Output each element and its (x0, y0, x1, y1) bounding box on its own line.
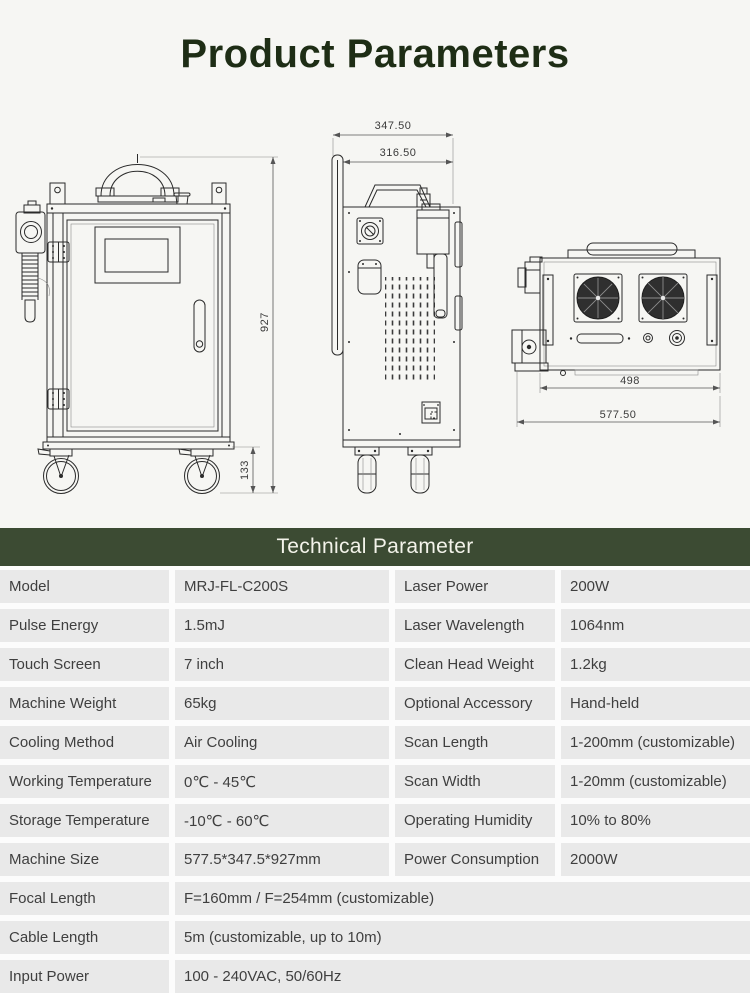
param-value: 1-20mm (customizable) (561, 765, 750, 798)
door-edge-panel (331, 154, 344, 356)
dimension-577-50: 577.50 (516, 371, 721, 427)
product-drawings-section: Product Parameters 927 133 (0, 31, 750, 528)
param-label: Optional Accessory (395, 687, 555, 720)
dim-label-depth-outer: 347.50 (375, 120, 412, 132)
cooling-fan-right (641, 276, 685, 320)
power-outlet-box (421, 401, 441, 424)
param-value: Hand-held (561, 687, 750, 720)
carry-handle (95, 154, 180, 203)
caster-wheel-right (178, 448, 220, 494)
param-value: 0℃ - 45℃ (175, 765, 389, 798)
param-value: 7 inch (175, 648, 389, 681)
param-label: Laser Wavelength (395, 609, 555, 642)
param-label: Cooling Method (0, 726, 169, 759)
emergency-knob (356, 217, 384, 245)
side-bracket (357, 259, 382, 295)
param-label: Model (0, 570, 169, 603)
param-label: Storage Temperature (0, 804, 169, 837)
top-view-drawing: 498 577.50 (511, 242, 721, 427)
door-hinges (47, 241, 70, 410)
side-view-drawing: 347.50 316.50 (331, 120, 463, 494)
param-value: 10% to 80% (561, 804, 750, 837)
param-value: Air Cooling (175, 726, 389, 759)
param-value: MRJ-FL-C200S (175, 570, 389, 603)
cabinet-body (46, 212, 231, 438)
param-value: 5m (customizable, up to 10m) (175, 921, 750, 954)
param-label: Pulse Energy (0, 609, 169, 642)
technical-drawings: 927 133 (0, 100, 750, 528)
param-label: Machine Weight (0, 687, 169, 720)
param-label: Working Temperature (0, 765, 169, 798)
param-value: F=160mm / F=254mm (customizable) (175, 882, 750, 915)
side-wheel-right (407, 446, 433, 494)
cooling-fan-left (576, 276, 620, 320)
top-body (539, 257, 721, 371)
param-label: Power Consumption (395, 843, 555, 876)
param-value: 1.5mJ (175, 609, 389, 642)
dim-label-width-outer: 577.50 (600, 409, 637, 421)
vent-grid (385, 277, 435, 383)
param-value: 577.5*347.5*927mm (175, 843, 389, 876)
cleaning-gun (15, 200, 50, 323)
lifting-eyelets (49, 182, 227, 205)
param-value: 1064nm (561, 609, 750, 642)
param-label: Touch Screen (0, 648, 169, 681)
param-label: Scan Length (395, 726, 555, 759)
dim-label-height: 927 (259, 312, 271, 332)
dim-label-caster: 133 (239, 460, 251, 480)
side-handle (364, 184, 431, 208)
param-value: 2000W (561, 843, 750, 876)
gun-holder-assembly (416, 203, 463, 331)
param-label: Focal Length (0, 882, 169, 915)
param-label: Cable Length (0, 921, 169, 954)
screw-dots (348, 212, 455, 435)
filler-cap (173, 192, 191, 205)
section-header-bar: Technical Parameter (0, 528, 750, 566)
dimension-927: 927 (259, 157, 276, 493)
param-label: Input Power (0, 960, 169, 993)
param-value: 1-200mm (customizable) (561, 726, 750, 759)
top-side-rails (542, 274, 718, 346)
dimension-347-50: 347.50 (332, 120, 454, 204)
rear-slot-and-connectors (569, 330, 685, 346)
door-handle (193, 299, 206, 353)
param-value: 100 - 240VAC, 50/60Hz (175, 960, 750, 993)
touch-screen-window (94, 226, 181, 284)
dim-label-depth-inner: 316.50 (380, 147, 417, 159)
left-connector-boxes (511, 256, 549, 372)
param-value: 65kg (175, 687, 389, 720)
dim-label-width-inner: 498 (620, 375, 640, 387)
param-value: 1.2kg (561, 648, 750, 681)
dimension-498: 498 (539, 373, 721, 393)
caster-wheel-left (37, 448, 79, 494)
technical-parameter-table: Model MRJ-FL-C200S Laser Power 200W Puls… (0, 570, 750, 993)
front-view-drawing: 927 133 (15, 154, 278, 494)
section-header-title: Technical Parameter (276, 535, 474, 558)
dimension-133: 133 (239, 447, 256, 493)
side-wheel-left (354, 446, 380, 494)
param-label: Scan Width (395, 765, 555, 798)
page-title: Product Parameters (180, 31, 570, 76)
param-label: Operating Humidity (395, 804, 555, 837)
param-value: -10℃ - 60℃ (175, 804, 389, 837)
param-label: Machine Size (0, 843, 169, 876)
param-label: Clean Head Weight (395, 648, 555, 681)
top-handle-slot (567, 242, 696, 259)
param-value: 200W (561, 570, 750, 603)
dimension-316-50: 316.50 (342, 147, 453, 204)
param-label: Laser Power (395, 570, 555, 603)
